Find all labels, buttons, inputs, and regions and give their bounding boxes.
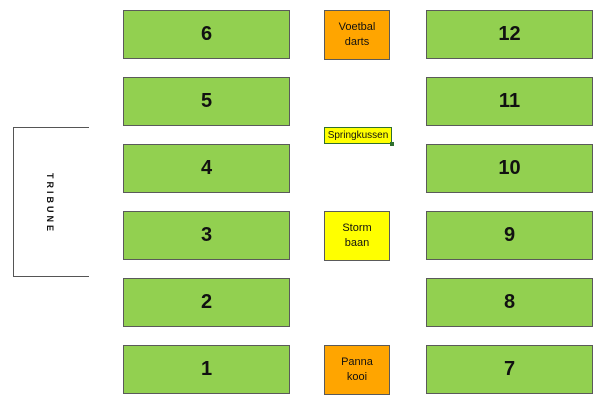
field-1: 1 — [123, 345, 290, 394]
field-7: 7 — [426, 345, 593, 394]
field-9: 9 — [426, 211, 593, 260]
tribune-bracket — [13, 127, 89, 277]
field-11: 11 — [426, 77, 593, 126]
voetbal-darts-box: Voetbal darts — [324, 10, 390, 60]
field-3: 3 — [123, 211, 290, 260]
field-2: 2 — [123, 278, 290, 327]
springkussen-box[interactable]: Springkussen — [324, 127, 392, 144]
field-5: 5 — [123, 77, 290, 126]
panna-kooi-box: Panna kooi — [324, 345, 390, 395]
field-12: 12 — [426, 10, 593, 59]
tribune-label: TRIBUNE — [45, 172, 55, 234]
field-8: 8 — [426, 278, 593, 327]
selection-handle[interactable] — [390, 142, 394, 146]
storm-baan-box: Storm baan — [324, 211, 390, 261]
field-6: 6 — [123, 10, 290, 59]
field-4: 4 — [123, 144, 290, 193]
field-10: 10 — [426, 144, 593, 193]
